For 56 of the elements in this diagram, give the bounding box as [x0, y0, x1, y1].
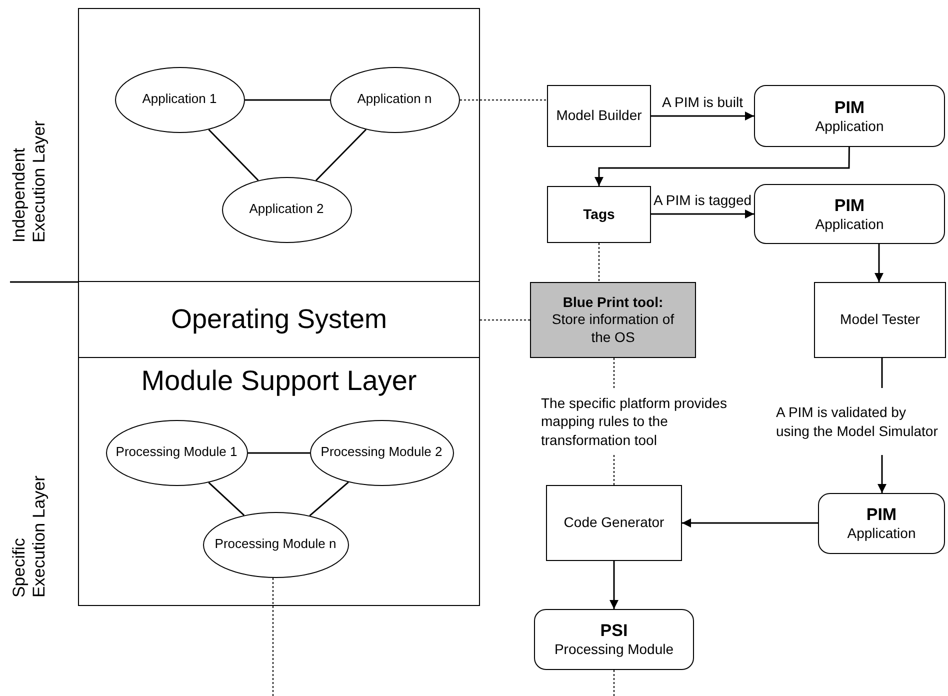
layer-title: Operating System [170, 304, 388, 334]
layer-frame [78, 357, 480, 606]
connector-line [315, 129, 367, 181]
node-text: PIM [834, 194, 865, 216]
node-text: Processing Module 2 [320, 444, 442, 461]
node-text: Application [815, 216, 884, 234]
process-box [546, 485, 682, 561]
arrow [610, 561, 618, 609]
arrow [682, 518, 818, 528]
node-text: PIM [866, 504, 897, 526]
edge-label: A PIM is built [660, 95, 745, 109]
connector-line [248, 452, 310, 454]
layer-title: Module Support Layer [141, 366, 417, 397]
layer-frame [78, 8, 480, 282]
node-text: Processing Module 1 [116, 444, 238, 461]
connector-line [208, 482, 245, 516]
node-text: PSI [600, 620, 628, 642]
connector-line [245, 99, 330, 101]
node-text: The specific platform provides mapping rules to the transformation tool [541, 394, 728, 449]
node-text: Model Tester [840, 311, 920, 329]
node-text: A PIM is validated by using the Model Simulator [776, 403, 939, 440]
dotted-connector [272, 578, 274, 696]
node-text: Code Generator [564, 514, 664, 532]
process-box [814, 282, 946, 358]
layer-label: Specific Execution Layer [9, 474, 49, 598]
rounded-box [818, 493, 945, 554]
node-text: Processing Module n [214, 536, 336, 553]
node-text: Processing Module [554, 641, 674, 659]
node-text: Application 1 [142, 91, 217, 108]
arrow [878, 455, 886, 493]
node-text: PIM [834, 96, 865, 118]
arrow [651, 210, 754, 218]
node-text: Store information of the OS [550, 311, 676, 346]
dotted-connector [598, 242, 600, 282]
connector-line [309, 482, 349, 516]
shaded-box [530, 282, 696, 358]
layer-band [78, 282, 480, 357]
connector-line [881, 358, 883, 388]
rounded-box [534, 609, 694, 670]
arrow [651, 112, 754, 120]
node-text: Application n [357, 91, 432, 108]
process-box [547, 186, 651, 243]
node-text: Application 2 [249, 201, 324, 218]
connector-line [208, 129, 259, 181]
node-text: Model Builder [556, 107, 642, 125]
arrow [874, 244, 884, 282]
edge-label: A PIM is tagged [651, 193, 754, 207]
node-text: Application [847, 525, 916, 543]
process-box [547, 85, 651, 147]
node-text: Tags [583, 206, 615, 224]
rounded-box [754, 184, 945, 244]
arrow [594, 147, 850, 186]
rounded-box [754, 85, 945, 147]
layer-label: Independent Execution Layer [9, 120, 49, 243]
node-text: Application [815, 118, 884, 136]
node-text: Blue Print tool: [562, 294, 664, 312]
